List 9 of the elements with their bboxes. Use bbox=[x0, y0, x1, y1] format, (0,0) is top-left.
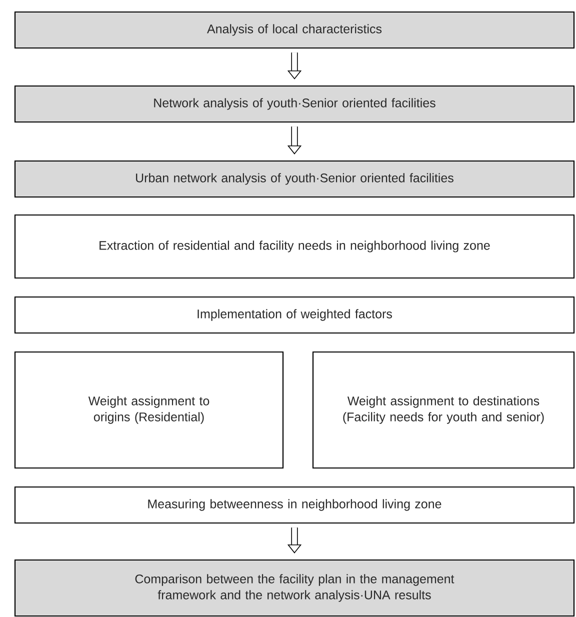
process-box: Measuring betweenness in neighborhood living zone bbox=[14, 486, 575, 524]
process-box: Extraction of residential and facility needs in neighborhood living zone bbox=[14, 214, 575, 279]
process-box: Network analysis of youth·Senior oriented facilities bbox=[14, 85, 575, 123]
process-box: Weight assignment to destinations (Facility needs for youth and senior) bbox=[312, 351, 575, 469]
process-box: Implementation of weighted factors bbox=[14, 296, 575, 334]
process-box: Analysis of local characteristics bbox=[14, 11, 575, 49]
process-box: Urban network analysis of youth·Senior oriented facilities bbox=[14, 160, 575, 198]
process-box: Comparison between the facility plan in the management framework and the network analysis·UNA results bbox=[14, 559, 575, 617]
process-box: Weight assignment to origins (Residential) bbox=[14, 351, 284, 469]
